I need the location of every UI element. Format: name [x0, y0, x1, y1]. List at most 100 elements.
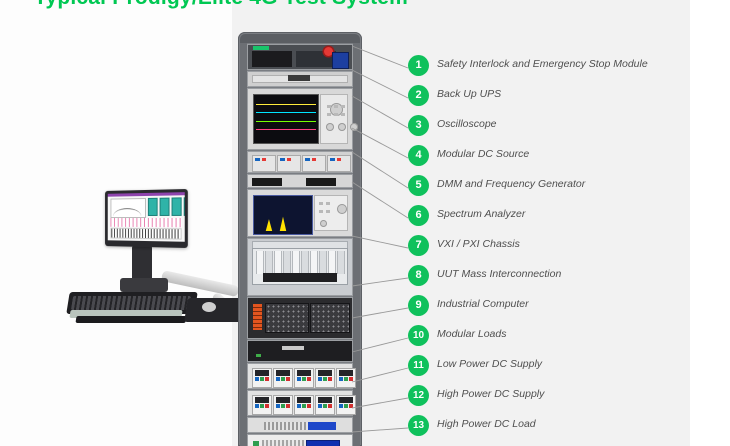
oscilloscope-trace [256, 129, 316, 130]
oscilloscope-knob[interactable] [326, 123, 334, 131]
legend-item[interactable]: 8 UUT Mass Interconnection [408, 265, 698, 295]
legend-item[interactable]: 9 Industrial Computer [408, 295, 698, 325]
mouse [202, 302, 216, 312]
oscilloscope-knob[interactable] [330, 103, 343, 116]
safety-module-status-display [332, 52, 349, 69]
chassis-card [319, 251, 327, 274]
dc-source-indicator [255, 158, 260, 161]
spectrum-trace [256, 216, 310, 231]
chassis-card [292, 251, 300, 274]
legend-item[interactable]: 2 Back Up UPS [408, 85, 698, 115]
spectrum-button[interactable] [326, 210, 330, 213]
rack-bay-backup-ups [247, 71, 353, 87]
legend-badge-5: 5 [408, 175, 429, 196]
oscilloscope-button[interactable] [341, 105, 345, 108]
legend-badge-2: 2 [408, 85, 429, 106]
chassis-card [256, 251, 264, 274]
rack-bay-spectrum-analyzer [247, 189, 353, 237]
load-module [252, 368, 272, 388]
rack-bay-vxi-pxi-chassis [247, 238, 353, 296]
load-module [315, 368, 335, 388]
legend-item[interactable]: 13 High Power DC Load [408, 415, 698, 445]
legend-item[interactable]: 12 High Power DC Supply [408, 385, 698, 415]
oscilloscope-control-panel[interactable] [320, 94, 358, 144]
dc-source-indicator [337, 158, 341, 161]
chassis-card [265, 251, 273, 274]
chassis-card [337, 251, 345, 274]
chassis-card [310, 251, 318, 274]
rack-bay-uut-mass-interconnection [247, 297, 353, 339]
legend-label-12: High Power DC Supply [437, 388, 545, 400]
ups-display [288, 75, 310, 81]
oscilloscope-trace [256, 104, 316, 105]
rack-bay-safety-interlock [247, 44, 353, 70]
computer-optical-drive[interactable] [282, 346, 304, 350]
oscilloscope-button[interactable] [327, 113, 331, 116]
uut-receiver-block [265, 303, 309, 333]
spectrum-analyzer-control-panel[interactable] [314, 195, 348, 231]
supply-power-led [253, 441, 259, 446]
load-module [315, 395, 335, 415]
software-waveform-strip [110, 217, 182, 228]
uut-orange-connector [253, 304, 262, 330]
oscilloscope-screen [253, 94, 319, 144]
oscilloscope-button[interactable] [327, 105, 331, 108]
spectrum-button[interactable] [319, 202, 323, 205]
chassis-connector-strip [263, 273, 337, 282]
dmm-display [252, 178, 282, 186]
legend: 1 Safety Interlock and Emergency Stop Mo… [408, 55, 698, 445]
legend-item[interactable]: 4 Modular DC Source [408, 145, 698, 175]
right-margin [690, 0, 730, 446]
emergency-stop-button[interactable] [324, 47, 333, 56]
supply-vent-grille [262, 440, 310, 446]
page-title: Typical Prodigy/Elite 4G Test System [34, 0, 408, 10]
legend-badge-1: 1 [408, 55, 429, 76]
software-tiles [147, 197, 185, 216]
software-titlebar [107, 192, 185, 197]
oscilloscope-button[interactable] [334, 105, 338, 108]
oscilloscope-button[interactable] [341, 113, 345, 116]
spectrum-button[interactable] [326, 202, 330, 205]
legend-label-2: Back Up UPS [437, 88, 502, 100]
legend-badge-12: 12 [408, 385, 429, 406]
software-tile [171, 197, 182, 216]
operator-workstation [62, 186, 246, 336]
rack-bay-high-power-dc-supply [247, 434, 353, 446]
legend-badge-8: 8 [408, 265, 429, 286]
legend-item[interactable]: 10 Modular Loads [408, 325, 698, 355]
legend-item[interactable]: 1 Safety Interlock and Emergency Stop Mo… [408, 55, 698, 85]
legend-item[interactable]: 5 DMM and Frequency Generator [408, 175, 698, 205]
legend-label-11: Low Power DC Supply [437, 358, 543, 370]
legend-badge-4: 4 [408, 145, 429, 166]
supply-vent-grille [264, 422, 310, 430]
legend-item[interactable]: 11 Low Power DC Supply [408, 355, 698, 385]
load-module [252, 395, 272, 415]
oscilloscope-knob[interactable] [350, 123, 358, 131]
mouse-pad [184, 298, 246, 322]
load-module [294, 395, 314, 415]
load-module [273, 368, 293, 388]
chassis-card [283, 251, 291, 274]
spectrum-knob[interactable] [320, 220, 327, 227]
computer-power-led [256, 354, 261, 357]
rack-top-cap [240, 34, 360, 43]
oscilloscope-knob[interactable] [338, 123, 346, 131]
chassis-card [274, 251, 282, 274]
oscilloscope-button[interactable] [334, 113, 338, 116]
rack-bay-oscilloscope [247, 88, 358, 150]
safety-module-label [253, 46, 269, 50]
legend-badge-9: 9 [408, 295, 429, 316]
tray-base [75, 316, 187, 323]
spectrum-button[interactable] [319, 210, 323, 213]
software-tile [183, 197, 185, 216]
legend-item[interactable]: 7 VXI / PXI Chassis [408, 235, 698, 265]
dc-source-module [277, 155, 301, 172]
legend-label-10: Modular Loads [437, 328, 507, 340]
load-module [336, 395, 356, 415]
software-tile [147, 197, 158, 216]
legend-label-4: Modular DC Source [437, 148, 530, 160]
legend-item[interactable]: 3 Oscilloscope [408, 115, 698, 145]
legend-item[interactable]: 6 Spectrum Analyzer [408, 205, 698, 235]
spectrum-knob[interactable] [337, 204, 347, 214]
